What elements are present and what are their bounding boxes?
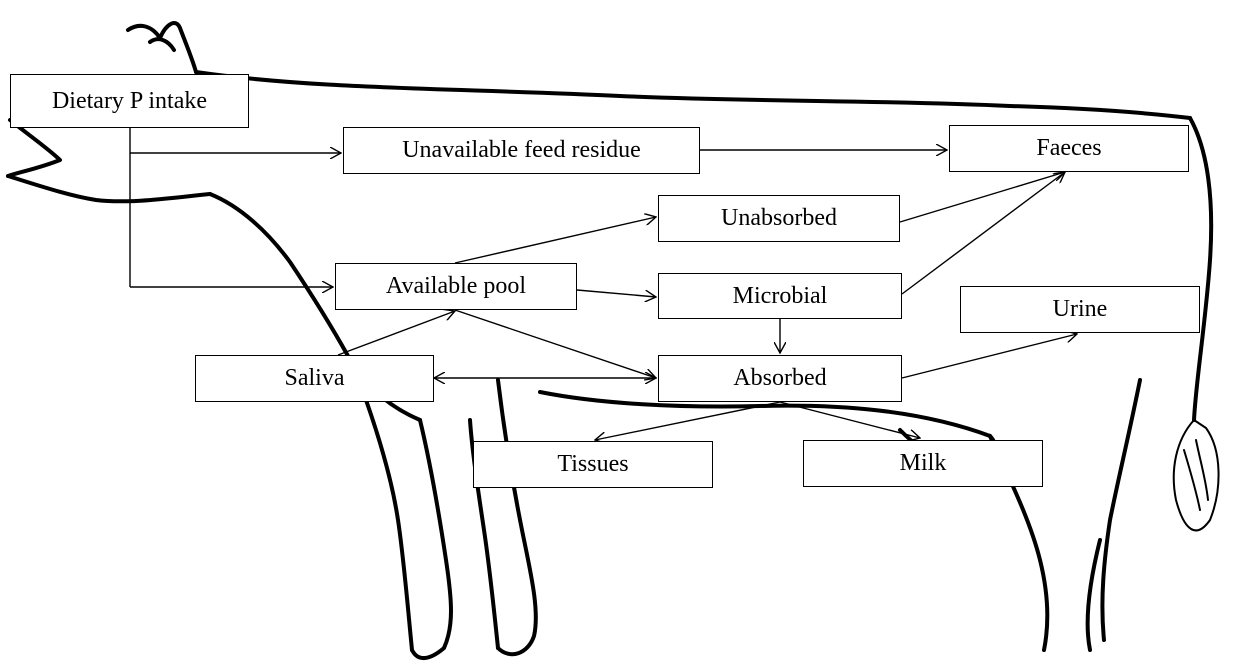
node-saliva: Saliva bbox=[195, 355, 434, 402]
node-available-pool: Available pool bbox=[335, 263, 577, 310]
node-tissues: Tissues bbox=[473, 441, 713, 488]
node-milk: Milk bbox=[803, 440, 1043, 487]
node-microbial: Microbial bbox=[658, 273, 902, 319]
node-urine: Urine bbox=[960, 286, 1200, 333]
node-faeces: Faeces bbox=[949, 125, 1189, 172]
node-unabsorbed: Unabsorbed bbox=[658, 195, 900, 242]
node-dietary-p-intake: Dietary P intake bbox=[10, 74, 249, 128]
node-absorbed: Absorbed bbox=[658, 355, 902, 402]
node-unavailable-feed-residue: Unavailable feed residue bbox=[343, 127, 700, 174]
